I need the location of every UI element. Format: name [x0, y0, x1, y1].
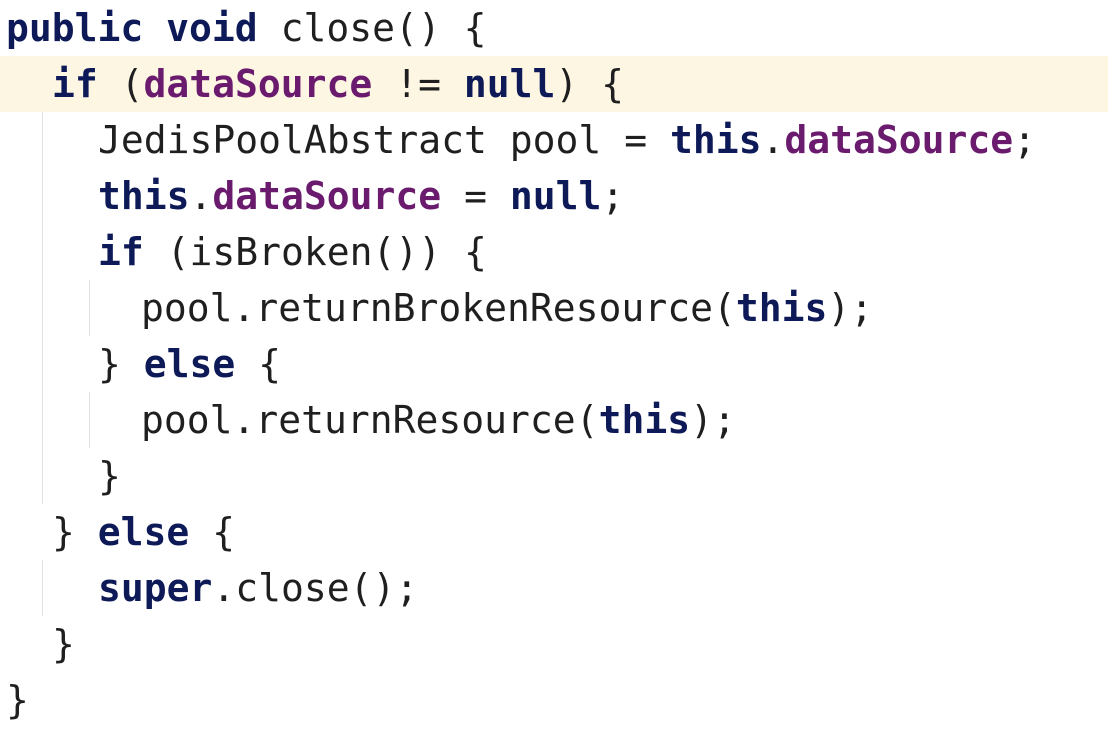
code-token: }	[98, 454, 121, 498]
code-text: if (isBroken()) {	[98, 224, 487, 280]
code-line[interactable]: pool.returnResource(this);	[0, 392, 1108, 448]
code-line[interactable]: this.dataSource = null;	[0, 168, 1108, 224]
code-text: }	[98, 448, 121, 504]
code-text: }	[52, 616, 75, 672]
keyword-token: this	[98, 174, 190, 218]
indent-guide	[89, 392, 90, 448]
keyword-token: void	[166, 6, 258, 50]
code-token: =	[441, 174, 510, 218]
code-token: close() {	[257, 6, 487, 50]
code-token: ;	[601, 174, 625, 218]
code-line[interactable]: }	[0, 616, 1108, 672]
keyword-token: this	[598, 398, 691, 442]
keyword-token: public	[6, 6, 144, 50]
code-token: {	[189, 510, 236, 554]
keyword-token: null	[509, 174, 602, 218]
code-line[interactable]: super.close();	[0, 560, 1108, 616]
keyword-token: else	[143, 342, 236, 386]
code-token: pool.returnBrokenResource(	[141, 286, 736, 330]
code-token: }	[6, 678, 29, 722]
field-token: dataSource	[143, 62, 373, 106]
field-token: dataSource	[784, 118, 1014, 162]
code-text: if (dataSource != null) {	[52, 56, 624, 112]
code-line[interactable]: JedisPoolAbstract pool = this.dataSource…	[0, 112, 1108, 168]
keyword-token: this	[735, 286, 828, 330]
code-line[interactable]: pool.returnBrokenResource(this);	[0, 280, 1108, 336]
code-token: (	[97, 62, 144, 106]
code-text: public void close() {	[6, 0, 486, 56]
indent-guide	[89, 280, 90, 336]
code-text: JedisPoolAbstract pool = this.dataSource…	[98, 112, 1036, 168]
code-token: {	[235, 342, 282, 386]
code-token: );	[827, 286, 874, 330]
code-token: .close();	[212, 566, 419, 610]
keyword-token: else	[97, 510, 190, 554]
code-line[interactable]: }	[0, 448, 1108, 504]
code-text: pool.returnResource(this);	[141, 392, 736, 448]
keyword-token: super	[98, 566, 213, 610]
code-text: } else {	[52, 504, 235, 560]
code-token: pool.returnResource(	[141, 398, 599, 442]
code-token: (isBroken()) {	[143, 230, 487, 274]
code-token: JedisPoolAbstract pool =	[98, 118, 670, 162]
code-token: .	[761, 118, 785, 162]
code-token: ) {	[555, 62, 624, 106]
code-token: }	[98, 342, 144, 386]
code-text: }	[6, 672, 29, 728]
code-token	[143, 6, 166, 50]
code-token: !=	[372, 62, 464, 106]
keyword-token: this	[669, 118, 762, 162]
code-text: super.close();	[98, 560, 418, 616]
code-token: );	[690, 398, 736, 442]
keyword-token: null	[463, 62, 556, 106]
code-token: }	[52, 510, 98, 554]
code-line[interactable]: public void close() {	[0, 0, 1108, 56]
indent-guide	[42, 112, 43, 504]
keyword-token: if	[52, 62, 98, 106]
current-code-line[interactable]: if (dataSource != null) {	[0, 56, 1108, 112]
code-line[interactable]: } else {	[0, 336, 1108, 392]
code-text: } else {	[98, 336, 281, 392]
code-text: this.dataSource = null;	[98, 168, 624, 224]
code-line[interactable]: if (isBroken()) {	[0, 224, 1108, 280]
code-text: pool.returnBrokenResource(this);	[141, 280, 873, 336]
code-token: .	[189, 174, 213, 218]
code-line[interactable]: }	[0, 672, 1108, 728]
keyword-token: if	[98, 230, 144, 274]
code-token: ;	[1013, 118, 1037, 162]
code-line[interactable]: } else {	[0, 504, 1108, 560]
code-token: }	[52, 622, 75, 666]
field-token: dataSource	[212, 174, 442, 218]
indent-guide	[42, 560, 43, 616]
